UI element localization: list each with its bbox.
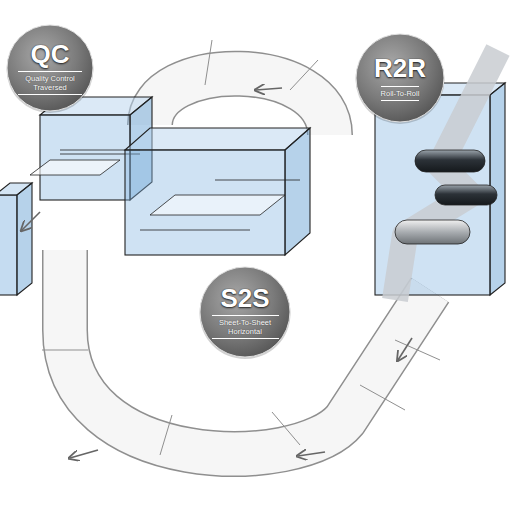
qc-side-box: [0, 183, 32, 295]
badge-circle: QC Quality Control Traversed: [6, 24, 94, 112]
badge-circle: S2S Sheet-To-Sheet Horizontal: [199, 266, 291, 358]
badge-circle: R2R Roll-To-Roll: [355, 33, 445, 123]
flow-arrows: [22, 88, 412, 458]
badge-heading: QC: [31, 41, 70, 68]
badge-subtitle: Sheet-To-Sheet Horizontal: [212, 315, 279, 339]
badge-heading: S2S: [220, 285, 269, 312]
badge-subtitle: Quality Control Traversed: [18, 71, 82, 95]
s2s-station-box: [125, 128, 310, 255]
badge-heading: R2R: [374, 55, 426, 82]
badge-subtitle: Roll-To-Roll: [381, 86, 420, 101]
